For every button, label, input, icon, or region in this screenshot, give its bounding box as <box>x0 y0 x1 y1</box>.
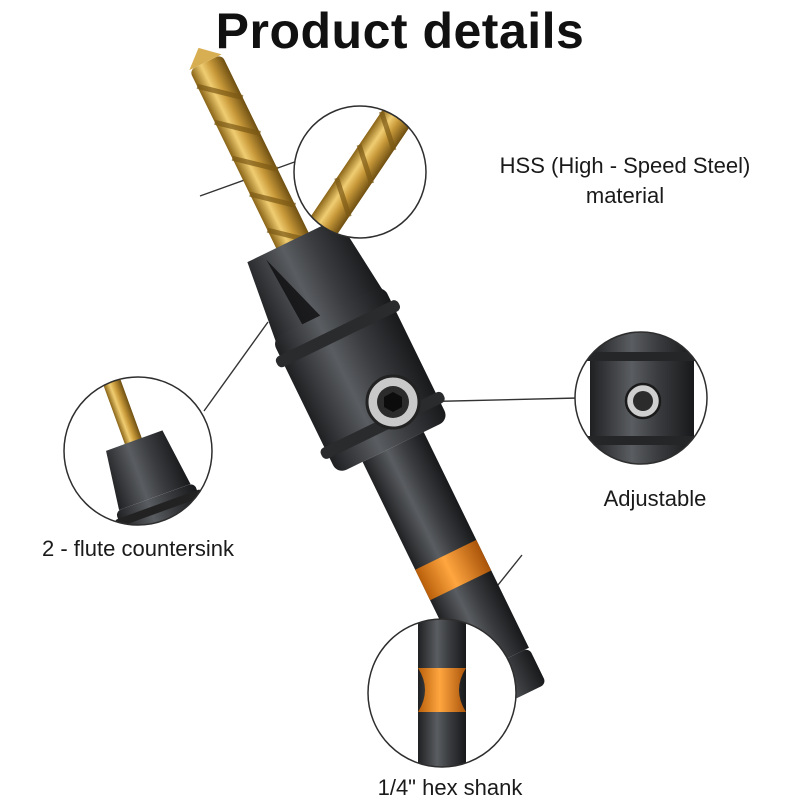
label-hss-material: HSS (High - Speed Steel) material <box>470 151 780 211</box>
label-countersink: 2 - flute countersink <box>42 536 234 561</box>
label-hss-line1: HSS (High - Speed Steel) <box>499 153 751 178</box>
label-hex-shank: 1/4" hex shank <box>377 775 523 800</box>
label-adjustable: Adjustable <box>603 486 707 511</box>
drill-bit-gold <box>189 47 321 275</box>
hex-shank-zoom-image <box>367 618 517 768</box>
countersink-cone <box>247 218 386 348</box>
page-title: Product details <box>215 3 585 59</box>
drill-tip-zoom-image <box>293 105 427 239</box>
collar-screw-zoom-image <box>574 331 708 465</box>
set-screw-icon <box>365 374 421 430</box>
countersink-flute-zoom-image <box>63 376 213 526</box>
label-hss-line2: material <box>585 183 665 208</box>
